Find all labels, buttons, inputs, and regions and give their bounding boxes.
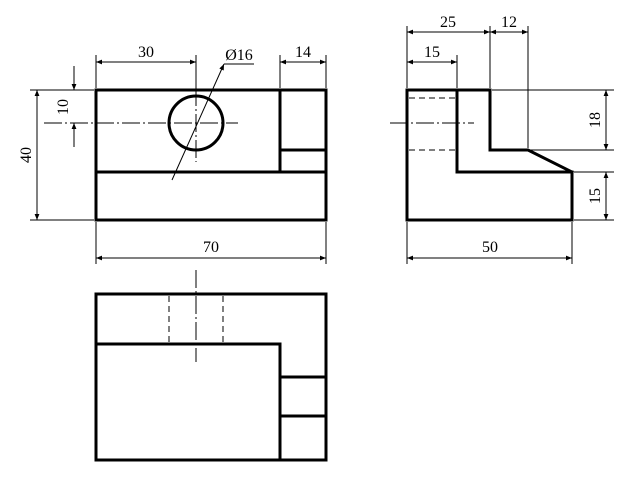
dim-40-label: 40 bbox=[18, 147, 35, 163]
top-view bbox=[94, 270, 328, 462]
dim-70-label: 70 bbox=[203, 239, 219, 256]
top-step-line bbox=[94, 342, 282, 462]
front-view bbox=[44, 63, 328, 222]
side-view bbox=[390, 88, 575, 222]
dim-25-label: 25 bbox=[440, 14, 456, 31]
dim-30-label: 30 bbox=[138, 44, 154, 61]
side-dimensions: 25 12 15 18 15 50 bbox=[406, 14, 614, 264]
dim-15-right-label: 15 bbox=[587, 188, 604, 204]
diameter-leader bbox=[171, 63, 225, 181]
dim-18-label: 18 bbox=[587, 112, 604, 128]
side-outline-upper bbox=[455, 88, 575, 175]
dim-12-label: 12 bbox=[501, 14, 517, 31]
front-dimensions: 30 Ø16 14 10 40 70 bbox=[18, 44, 327, 264]
front-outline bbox=[94, 88, 328, 222]
dim-50-label: 50 bbox=[482, 239, 498, 256]
dim-diameter-label: Ø16 bbox=[225, 47, 253, 64]
dim-14-label: 14 bbox=[295, 44, 311, 61]
dim-10-label: 10 bbox=[55, 99, 72, 115]
dim-15-top-label: 15 bbox=[424, 44, 440, 61]
